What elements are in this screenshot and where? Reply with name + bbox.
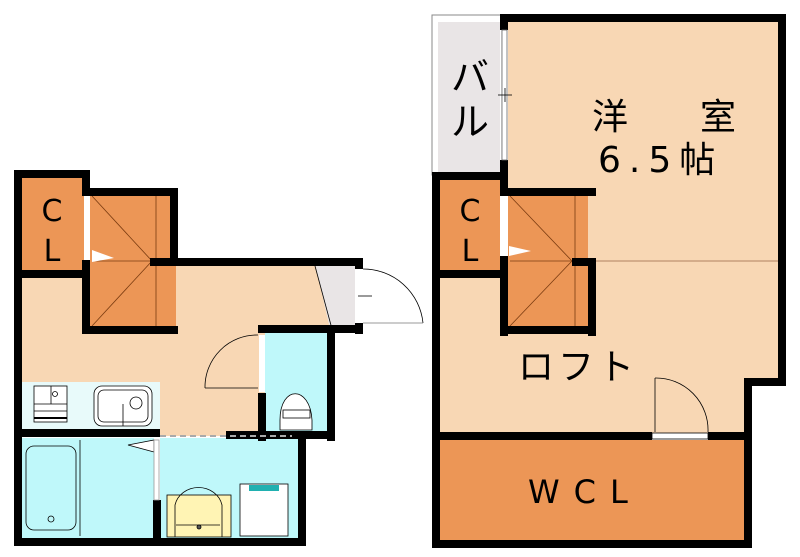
upper-floor	[431, 14, 788, 544]
upper-floor-fixtures	[498, 29, 709, 440]
ground-closet-label-c: C	[41, 194, 63, 229]
upper-floor-walls	[432, 14, 786, 548]
ground-floor-fixtures	[25, 265, 424, 538]
wcl-label: WCL	[528, 473, 642, 511]
balcony-label-ba: バ	[450, 55, 489, 99]
upper-closet-label-c: C	[459, 194, 481, 229]
balcony-label-ru: ル	[450, 100, 489, 144]
room-label-yo: 洋	[592, 97, 629, 138]
room-size-label: 6.5帖	[598, 140, 724, 181]
upper-closet-label-l: L	[461, 234, 479, 269]
loft-label: ロフト	[518, 347, 639, 388]
ground-floor	[20, 178, 355, 538]
room-label-shitsu: 室	[700, 97, 737, 138]
ground-closet-label-l: L	[43, 234, 61, 269]
